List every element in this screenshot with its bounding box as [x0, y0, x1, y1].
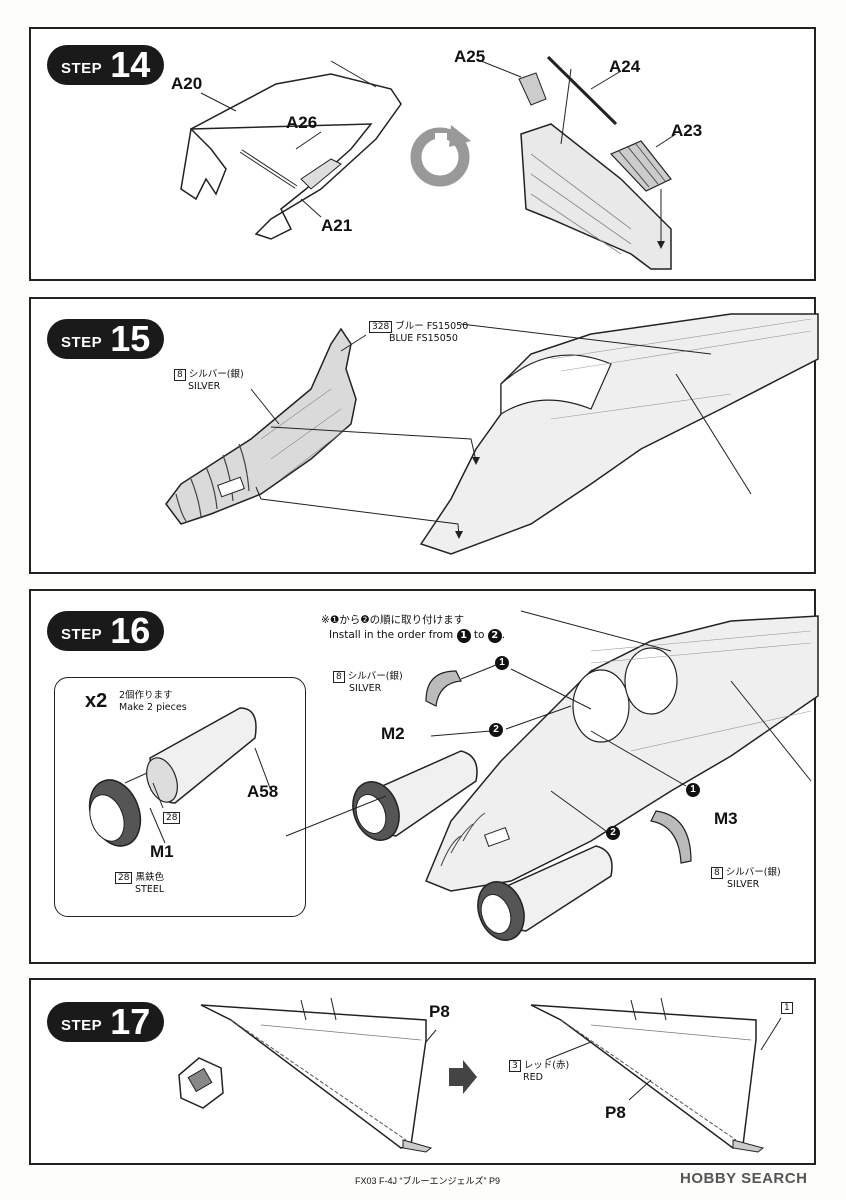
paint-name-jp: シルバー(銀): [347, 671, 403, 682]
part-label-a58: A58: [247, 782, 279, 801]
paint-name-jp: レッド(赤): [523, 1060, 570, 1071]
step-16-diagram: [285, 610, 819, 941]
watermark: HOBBY SEARCH: [680, 1170, 808, 1187]
step-label: STEP: [61, 59, 103, 77]
make-count-note: 2個作ります Make 2 pieces: [119, 690, 187, 714]
step-17-diagram: [178, 997, 782, 1153]
part-label-p8-right: P8: [605, 1103, 626, 1122]
paint-name-en: STEEL: [135, 884, 165, 895]
paint-name-jp: 黒鉄色: [135, 872, 164, 883]
step-16-panel: STEP 16 ※❶から❷の順に取り付けます Install in the or…: [29, 589, 819, 964]
paint-code: 8: [174, 369, 186, 381]
step-label: STEP: [61, 333, 103, 351]
decal-number-1: 1: [781, 1002, 793, 1014]
step-number: 17: [110, 1001, 151, 1042]
part-label-m3: M3: [714, 809, 738, 828]
step-14-diagram: [180, 55, 677, 270]
paint-name-en: BLUE FS15050: [389, 333, 458, 344]
paint-name-jp: ブルー FS15050: [395, 321, 469, 332]
step-14-badge: STEP 14: [47, 44, 165, 85]
order-2-marker-upper: 2: [489, 723, 503, 737]
install-order-mid: to: [473, 629, 485, 641]
step-16-badge: STEP 16: [47, 610, 165, 651]
make-count-jp: 2個作ります: [119, 690, 173, 701]
make-count-en: Make 2 pieces: [119, 702, 187, 713]
part-label-a24: A24: [609, 57, 641, 76]
step-label: STEP: [61, 1016, 103, 1034]
part-label-a26: A26: [286, 113, 318, 132]
part-label-p8-left: P8: [429, 1002, 450, 1021]
install-order-en: Install in the order from 1 to 2.: [329, 629, 506, 643]
paint-code: 8: [711, 867, 723, 879]
order-1-marker: 1: [456, 629, 471, 643]
paint-name-en: RED: [523, 1072, 543, 1083]
step-17-badge: STEP 17: [47, 1001, 165, 1042]
part-label-a23: A23: [671, 121, 703, 140]
paint-name-jp: シルバー(銀): [188, 369, 244, 380]
step-label: STEP: [61, 625, 103, 643]
order-2-marker: 2: [487, 629, 502, 643]
paint-code: 3: [509, 1060, 521, 1072]
order-1-marker-m3: 1: [686, 783, 700, 797]
paint-name-jp: シルバー(銀): [725, 867, 781, 878]
install-order-prefix: Install in the order from: [329, 629, 454, 641]
paint-code: 8: [333, 671, 345, 683]
page-footer: FX03 F-4J “ブルーエンジェルズ” P9: [355, 1176, 501, 1186]
install-order-jp: ※❶から❷の順に取り付けます: [321, 614, 465, 626]
order-2-marker-lower: 2: [606, 826, 620, 840]
part-label-a20: A20: [171, 74, 203, 93]
part-label-a21: A21: [321, 216, 353, 235]
nozzle-subassembly-diagram: [88, 707, 271, 847]
paint-code: 328: [369, 321, 393, 333]
part-label-m1: M1: [150, 842, 174, 861]
paint-code-28-small: 28: [163, 812, 181, 824]
paint-name-en: SILVER: [188, 381, 221, 392]
install-order-note: ※❶から❷の順に取り付けます Install in the order from…: [321, 613, 505, 643]
step-number: 16: [110, 610, 151, 651]
paint-name-en: SILVER: [727, 879, 760, 890]
step-number: 14: [110, 44, 151, 85]
order-1-marker-m2: 1: [495, 656, 509, 670]
step-15-badge: STEP 15: [47, 318, 165, 359]
multiplier-label: x2: [85, 690, 108, 712]
step-number: 15: [110, 318, 151, 359]
part-label-m2: M2: [381, 724, 405, 743]
part-label-a25: A25: [454, 47, 486, 66]
step-14-panel: STEP 14: [29, 27, 816, 281]
paint-name-en: SILVER: [349, 683, 382, 694]
step-15-diagram: [165, 313, 819, 555]
